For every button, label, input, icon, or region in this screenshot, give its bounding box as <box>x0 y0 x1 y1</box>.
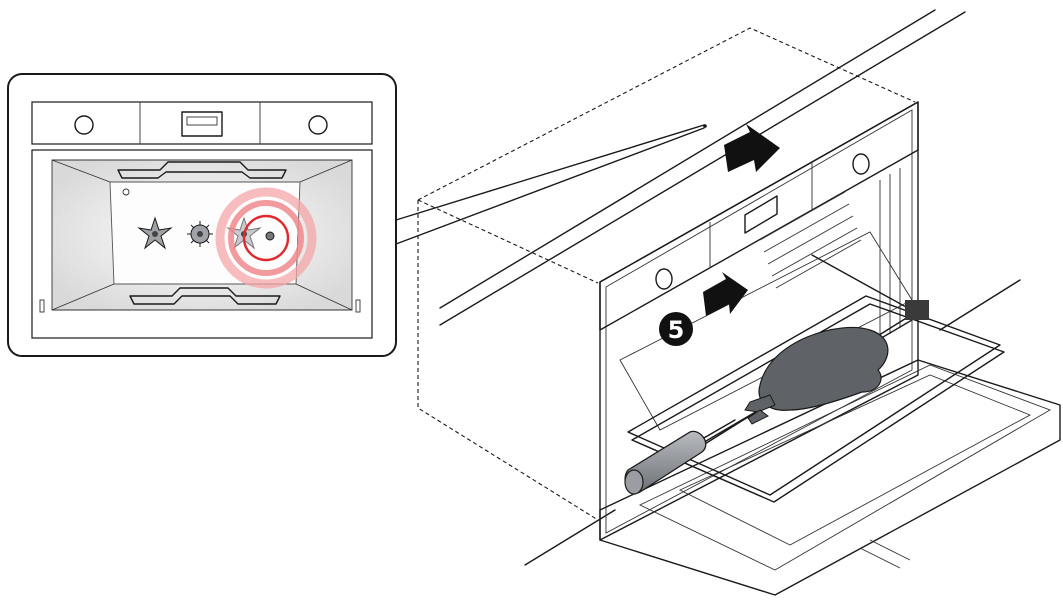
detail-callout <box>8 74 396 356</box>
rotisserie-socket-highlight <box>220 192 312 284</box>
step-number-badge: 5 <box>659 312 693 346</box>
rotisserie-handle <box>625 420 735 494</box>
oven-shelf-rails <box>760 168 900 340</box>
callout-leader <box>396 124 707 244</box>
chicken <box>745 327 888 424</box>
step-number: 5 <box>668 316 685 344</box>
arrow-right-icon <box>703 272 748 316</box>
spit-socket <box>905 300 929 320</box>
